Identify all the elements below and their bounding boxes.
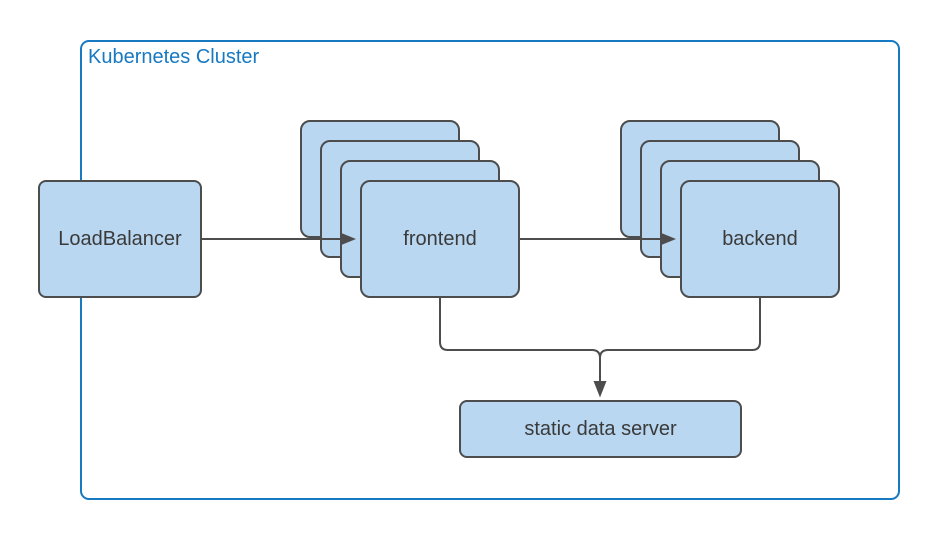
node-loadbalancer-label: LoadBalancer [58, 227, 182, 250]
node-static-data-server[interactable]: static data server [459, 400, 742, 458]
node-backend-label: backend [722, 227, 798, 250]
node-static-data-server-label: static data server [524, 417, 677, 440]
node-frontend-label: frontend [403, 227, 477, 250]
cluster-title: Kubernetes Cluster [88, 46, 260, 68]
node-frontend[interactable]: frontend [360, 180, 520, 298]
node-loadbalancer[interactable]: LoadBalancer [38, 180, 202, 298]
node-backend[interactable]: backend [680, 180, 840, 298]
